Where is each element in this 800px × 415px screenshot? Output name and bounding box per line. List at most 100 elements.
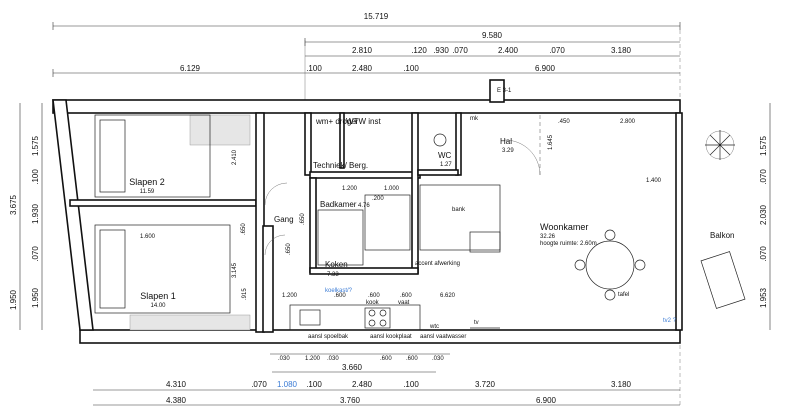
room-woonkamer-name: Woonkamer xyxy=(540,222,588,232)
dim-top-r4-3: .100 xyxy=(403,64,419,73)
dim-left-outer-0: 3.675 xyxy=(9,194,18,215)
room-slapen1-name: Slapen 1 xyxy=(140,291,176,301)
dim-bot-r4-2: 6.900 xyxy=(536,396,557,405)
dim-overall: 15.719 xyxy=(364,12,389,21)
label-e31: E 3-1 xyxy=(497,88,512,94)
sink xyxy=(299,309,321,326)
dining-table xyxy=(585,240,635,290)
dim-int-14: 1.200 xyxy=(342,186,358,192)
bed-slapen1 xyxy=(94,224,231,314)
bathtub xyxy=(317,209,364,266)
room-wc-area: 1.27 xyxy=(440,162,452,168)
room-badkamer-area: 4.76 xyxy=(358,203,370,209)
dim-int-10: .600 xyxy=(334,293,346,299)
dim-bot-r3-1: .070 xyxy=(251,380,267,389)
sofa xyxy=(419,184,501,251)
dim-left-inner-3: .070 xyxy=(31,246,40,262)
dim-right-0: 1.575 xyxy=(759,135,768,156)
dim-top-r4-1: .100 xyxy=(306,64,322,73)
room-wc-name: WC xyxy=(438,151,452,160)
dim-bot-r1-3: .600 xyxy=(380,356,392,362)
dim-left-inner-0: 1.575 xyxy=(31,135,40,156)
room-woonkamer-area: 32.26 xyxy=(540,234,556,240)
right-dimensions: 1.575 .070 2.030 .070 1.953 xyxy=(759,103,771,330)
dim-bot-r2-0: 3.660 xyxy=(342,363,363,372)
label-aansl-spoelbak: aansl spoelbak xyxy=(308,334,349,340)
room-hal-name: Hal xyxy=(500,137,512,146)
dim-int-13: 6.620 xyxy=(440,293,456,299)
dim-int-0: .450 xyxy=(558,119,570,125)
dim-int-15: 1.000 xyxy=(384,186,400,192)
dim-bot-r4-1: 3.760 xyxy=(340,396,361,405)
dim-bot-r3-3: .100 xyxy=(306,380,322,389)
dim-right-1: .070 xyxy=(759,169,768,185)
plant-icon xyxy=(705,130,735,160)
top-dimensions: 15.719 9.580 2.810 .120 .930 .070 2.400 … xyxy=(52,12,681,77)
dim-bot-r3-2: 1.080 xyxy=(277,380,298,389)
dim-right-2: 2.030 xyxy=(759,204,768,225)
dim-bot-r3-6: 3.720 xyxy=(475,380,496,389)
dim-bot-r4-0: 4.380 xyxy=(166,396,187,405)
lounge-chair xyxy=(700,251,746,309)
dim-top-r3-0: 2.810 xyxy=(352,46,373,55)
dim-bot-r1-5: .030 xyxy=(432,356,444,362)
dim-int-9: .650 xyxy=(286,243,292,255)
label-koelkast: koelkast/? xyxy=(325,288,353,294)
label-aansl-kookplaat: aansl kookplaat xyxy=(370,334,412,340)
dim-left-inner-2: 1.930 xyxy=(31,203,40,224)
bed-slapen2 xyxy=(94,114,211,198)
label-bank: bank xyxy=(452,207,466,213)
left-dimensions: 3.675 1.950 1.575 .100 1.930 .070 1.950 xyxy=(9,103,43,330)
label-tv2: tv2 ? xyxy=(663,318,677,324)
dim-int-5: 1.600 xyxy=(140,234,156,240)
door-swings xyxy=(264,115,541,256)
dim-int-18: 1.400 xyxy=(646,178,662,184)
room-labels: Slapen 2 11.59 Slapen 1 14.00 Techniek/ … xyxy=(129,116,734,309)
label-tv: tv xyxy=(474,320,479,326)
dim-right-4: 1.953 xyxy=(759,287,768,308)
cooktop xyxy=(364,307,391,329)
dim-top-r3-2: .930 xyxy=(433,46,449,55)
dim-bot-r1-1: 1.200 xyxy=(305,356,321,362)
dim-top-r4-0: 6.129 xyxy=(180,64,201,73)
label-aansl-vaatwasser: aansl vaatwasser xyxy=(420,334,466,340)
dim-top-r4-2: 2.480 xyxy=(352,64,373,73)
dim-top-r3-1: .120 xyxy=(411,46,427,55)
room-slapen2-name: Slapen 2 xyxy=(129,177,165,187)
dim-bot-r1-0: .030 xyxy=(278,356,290,362)
meter-box xyxy=(489,79,505,103)
dim-int-17: .200 xyxy=(372,196,384,202)
room-techniek-name: Techniek/ Berg. xyxy=(313,161,368,170)
bottom-dimensions: .030 1.200 .030 .600 .600 .030 3.660 4.3… xyxy=(93,353,680,406)
dim-left-inner-4: 1.950 xyxy=(31,287,40,308)
dim-int-3: 2.410 xyxy=(232,149,238,165)
dim-bot-r3-7: 3.180 xyxy=(611,380,632,389)
dim-int-2: 1.645 xyxy=(548,134,554,150)
room-balkon-name: Balkon xyxy=(710,231,734,240)
kitchen-counter xyxy=(289,304,421,331)
room-wtw: WTW inst xyxy=(346,117,381,126)
dim-bot-r1-4: .600 xyxy=(406,356,418,362)
interior-dimensions: .450 2.800 1.645 2.410 3.145 1.600 1.200… xyxy=(140,119,662,300)
room-koken-name: Koken xyxy=(325,260,348,269)
dim-bot-r1-2: .030 xyxy=(327,356,339,362)
dim-int-8: .650 xyxy=(241,223,247,235)
dim-left-outer-1: 1.950 xyxy=(9,289,18,310)
toilet xyxy=(433,133,447,147)
label-accent: accent afwerking xyxy=(415,261,460,267)
room-wm-droger: wm+ droger xyxy=(315,117,359,126)
shower xyxy=(364,194,411,251)
dim-int-12: .600 xyxy=(400,293,412,299)
room-slapen2-area: 11.59 xyxy=(140,189,155,195)
room-mk: mk xyxy=(470,116,479,122)
dim-top-r4-4: 6.900 xyxy=(535,64,556,73)
dim-int-16: .650 xyxy=(300,213,306,225)
dim-bot-r3-0: 4.310 xyxy=(166,380,187,389)
label-tafel: tafel xyxy=(618,292,629,298)
interior-walls xyxy=(69,112,462,333)
room-gang-name: Gang xyxy=(274,215,294,224)
label-vaat: vaat xyxy=(398,300,410,306)
furniture xyxy=(94,114,746,331)
room-koken-area: 7.33 xyxy=(327,272,339,278)
